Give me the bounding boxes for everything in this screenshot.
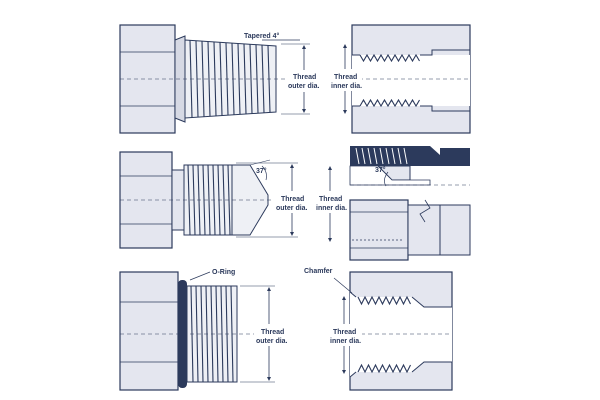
tapered-label-group: Tapered 4° bbox=[244, 32, 300, 41]
outer-dia-dimension-2: Thread outer dia. bbox=[236, 162, 310, 238]
thread-profile bbox=[357, 295, 411, 306]
thread-outer-dia-label-3a: Thread bbox=[261, 329, 284, 336]
thread-line bbox=[215, 285, 219, 383]
thread-line bbox=[367, 147, 372, 165]
flare-male-fitting: 37° bbox=[119, 151, 296, 249]
thread-line bbox=[222, 164, 226, 236]
outer-dia-dimension-1: Thread outer dia. bbox=[281, 43, 322, 115]
oring-label: O-Ring bbox=[212, 269, 235, 276]
thread-inner-dia-label-3a: Thread bbox=[333, 329, 356, 336]
inner-dia-dimension-2: Thread inner dia. bbox=[314, 166, 348, 242]
thread-outer-dia-label-2a: Thread bbox=[281, 196, 304, 203]
chamfered-female-port: Chamfer bbox=[304, 268, 453, 391]
thread-line bbox=[373, 147, 378, 165]
thread-line bbox=[243, 43, 247, 115]
inner-dia-dimension-1: Thread inner dia. bbox=[330, 44, 362, 114]
thread-profile bbox=[359, 53, 420, 63]
thread-inner-dia-label-1a: Thread bbox=[334, 74, 357, 81]
thread-inner-dia-label-1b: inner dia. bbox=[331, 83, 362, 90]
thread-line bbox=[200, 285, 204, 383]
inner-dia-dimension-3: Thread inner dia. bbox=[328, 296, 362, 374]
thread-line bbox=[397, 147, 402, 165]
thread-inner-dia-label-2b: inner dia. bbox=[316, 205, 347, 212]
angle-label-a: 37° bbox=[256, 167, 267, 175]
tapered-thread-body bbox=[184, 39, 277, 119]
thread-line bbox=[207, 41, 211, 117]
tapered-label: Tapered 4° bbox=[244, 32, 280, 40]
thread-line bbox=[391, 147, 396, 165]
thread-outer-dia-label-1b: outer dia. bbox=[288, 83, 320, 90]
thread-inner-dia-label-3b: inner dia. bbox=[330, 338, 361, 345]
flare-female-nut: 37° bbox=[349, 146, 471, 261]
thread-line bbox=[355, 147, 360, 165]
thread-profile bbox=[359, 98, 420, 108]
thread-outer-dia-label-1a: Thread bbox=[293, 74, 316, 81]
chamfer-label: Chamfer bbox=[304, 268, 333, 275]
thread-line bbox=[207, 164, 211, 236]
outer-dia-dimension-3: Thread outer dia. bbox=[240, 285, 290, 383]
thread-line bbox=[361, 147, 366, 165]
thread-line bbox=[385, 147, 390, 165]
angle-label-b: 37° bbox=[375, 166, 386, 174]
oring-icon bbox=[178, 280, 187, 388]
oring-male-fitting: O-Ring bbox=[119, 269, 262, 391]
female-port-1 bbox=[345, 24, 471, 134]
thread-outer-dia-label-3b: outer dia. bbox=[256, 338, 288, 345]
thread-outer-dia-label-2b: outer dia. bbox=[276, 205, 308, 212]
thread-inner-dia-label-2a: Thread bbox=[319, 196, 342, 203]
thread-line bbox=[249, 44, 253, 114]
thread-profile bbox=[357, 363, 411, 374]
thread-line bbox=[187, 164, 191, 236]
thread-line bbox=[201, 41, 205, 117]
tapered-male-fitting bbox=[119, 24, 290, 134]
thread-line bbox=[403, 147, 408, 165]
thread-line bbox=[379, 147, 384, 165]
